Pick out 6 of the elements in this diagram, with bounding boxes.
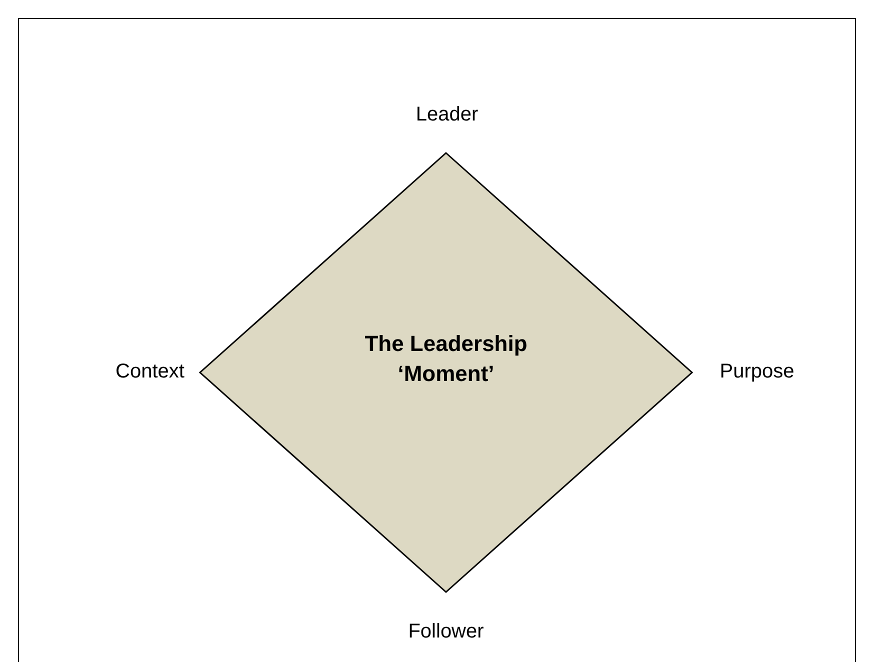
diamond-title: The Leadership ‘Moment’ bbox=[364, 330, 528, 388]
corner-label: Context bbox=[116, 360, 184, 384]
corner-label: Leader bbox=[416, 104, 478, 126]
center-diamond bbox=[199, 152, 693, 593]
corner-label: Purpose bbox=[720, 360, 794, 384]
corner-label: Follower bbox=[408, 620, 484, 644]
